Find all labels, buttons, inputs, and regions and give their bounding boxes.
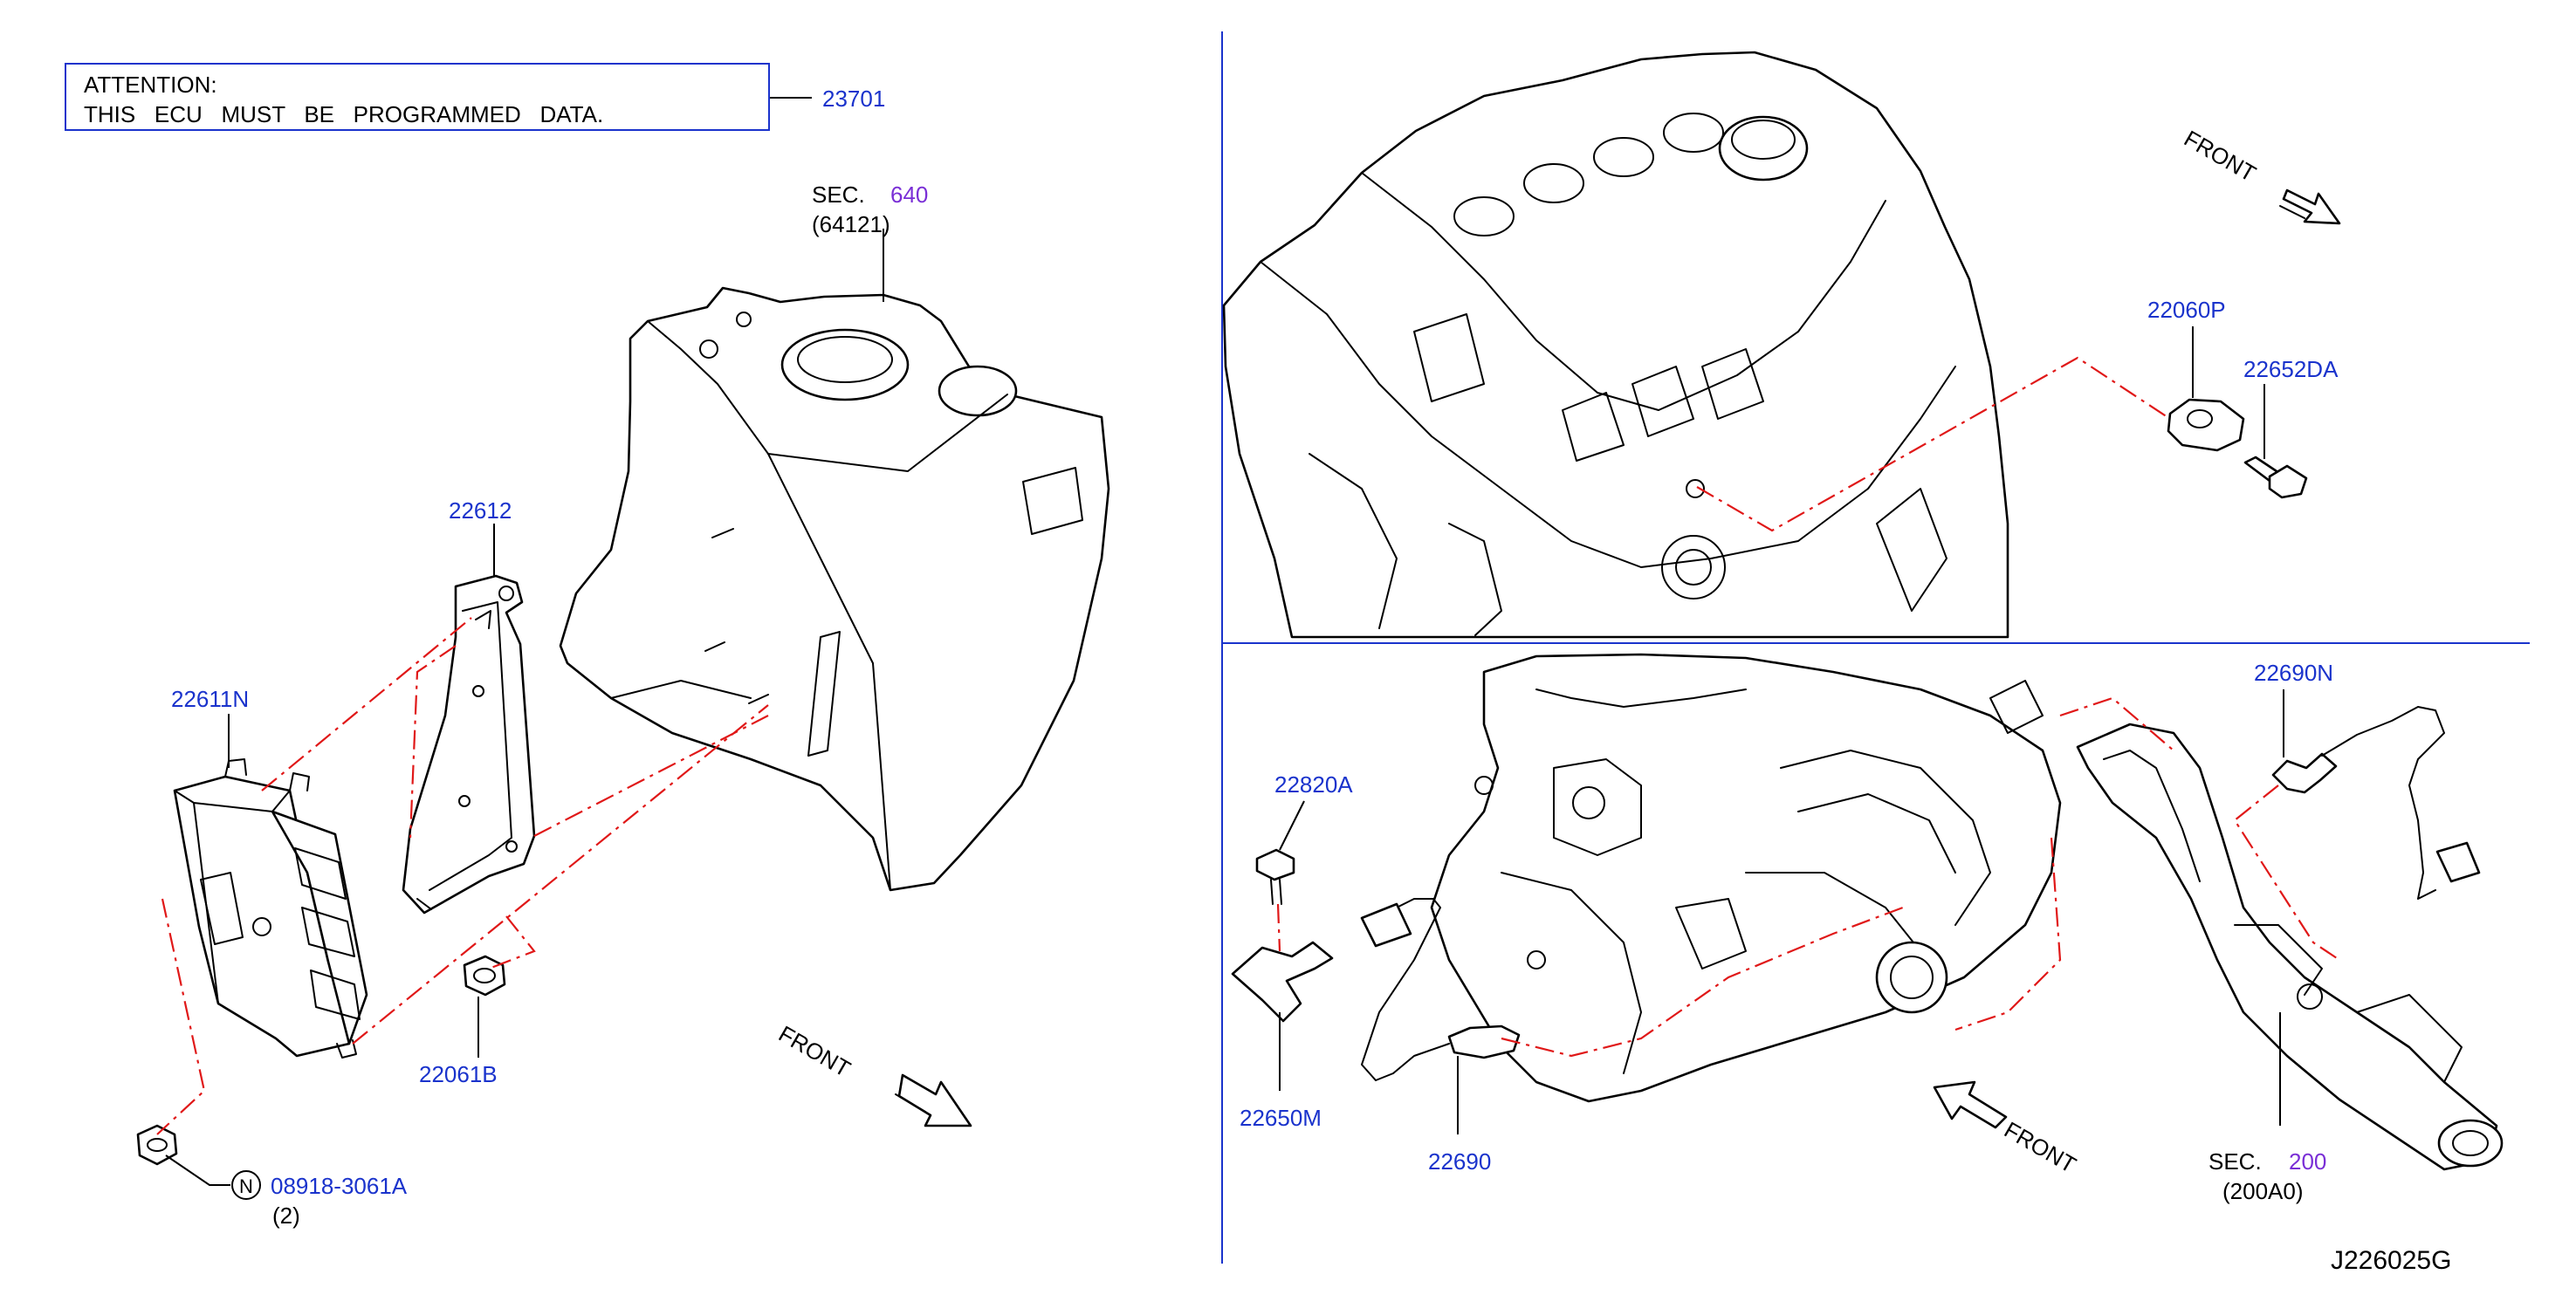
leader-line bbox=[1279, 800, 1305, 851]
phantom-line bbox=[352, 704, 769, 1045]
ecu-bracket-illustration bbox=[402, 574, 536, 915]
engine-top-illustration bbox=[1222, 51, 2009, 639]
phantom-line bbox=[1276, 903, 1281, 952]
front-label-top-right: FRONT bbox=[2180, 125, 2261, 187]
front-arrow-left bbox=[895, 1073, 972, 1127]
nut-08918-illustration bbox=[136, 1124, 178, 1166]
callout-08918-qty: (2) bbox=[272, 1202, 300, 1229]
drawing-id: J226025G bbox=[2331, 1246, 2451, 1275]
standard-part-marker bbox=[231, 1170, 261, 1200]
phantom-line bbox=[533, 715, 769, 837]
knock-sensor-illustration bbox=[2167, 398, 2245, 452]
front-arrow-top-right bbox=[2279, 188, 2341, 225]
sec-200-ref: (200A0) bbox=[2222, 1178, 2304, 1204]
sec-640-ref: (64121) bbox=[812, 211, 890, 237]
phantom-line bbox=[488, 915, 536, 970]
battery-housing-illustration bbox=[559, 286, 1110, 892]
callout-22611n: 22611N bbox=[171, 686, 249, 712]
front-label-bottom-right: FRONT bbox=[2000, 1116, 2081, 1178]
front-arrow-bottom-right bbox=[1933, 1080, 2008, 1129]
front-o2-sensor-illustration bbox=[1360, 898, 1521, 1081]
callout-22652da: 22652DA bbox=[2243, 356, 2339, 382]
phantom-line bbox=[2059, 696, 2174, 751]
attention-box: ATTENTION: THIS ECU MUST BE PROGRAMMED D… bbox=[65, 63, 770, 131]
callout-22612: 22612 bbox=[449, 497, 512, 524]
catalytic-converter-illustration bbox=[2076, 723, 2504, 1171]
rear-o2-sensor-illustration bbox=[2271, 706, 2481, 900]
phantom-line bbox=[156, 898, 206, 1135]
nut-22061b-illustration bbox=[463, 955, 506, 997]
callout-23701: 23701 bbox=[822, 86, 885, 112]
sec-640-prefix: SEC. bbox=[812, 182, 865, 208]
phantom-line bbox=[261, 617, 472, 791]
callout-22690n: 22690N bbox=[2254, 660, 2333, 686]
engine-front-illustration bbox=[1430, 653, 2062, 1103]
sec-640-number: 640 bbox=[890, 182, 928, 208]
ecu-illustration bbox=[173, 758, 368, 1059]
sec-200-number: 200 bbox=[2289, 1148, 2326, 1175]
sec-200-prefix: SEC. bbox=[2208, 1148, 2262, 1175]
front-label-left: FRONT bbox=[774, 1020, 855, 1082]
attention-title: ATTENTION: bbox=[84, 72, 217, 98]
phantom-line bbox=[2233, 785, 2340, 961]
attention-text: THIS ECU MUST BE PROGRAMMED DATA. bbox=[84, 101, 604, 127]
leader-line bbox=[165, 1155, 230, 1186]
phantom-line bbox=[1696, 356, 2171, 532]
callout-22061b: 22061B bbox=[419, 1061, 498, 1087]
harness-bolt-illustration bbox=[1255, 848, 1295, 905]
standard-part-marker-letter: N bbox=[239, 1175, 253, 1197]
phantom-line bbox=[1501, 906, 1904, 1058]
callout-22690: 22690 bbox=[1428, 1148, 1491, 1175]
harness-bracket-illustration bbox=[1231, 941, 1334, 1023]
callout-22060p: 22060P bbox=[2147, 297, 2226, 323]
phantom-line bbox=[1954, 837, 2062, 1031]
callout-22650m: 22650M bbox=[1240, 1105, 1322, 1131]
knock-bolt-illustration bbox=[2243, 456, 2308, 499]
callout-22820a: 22820A bbox=[1274, 771, 1353, 798]
phantom-line bbox=[409, 645, 457, 839]
callout-08918-3061a: 08918-3061A bbox=[271, 1173, 408, 1199]
